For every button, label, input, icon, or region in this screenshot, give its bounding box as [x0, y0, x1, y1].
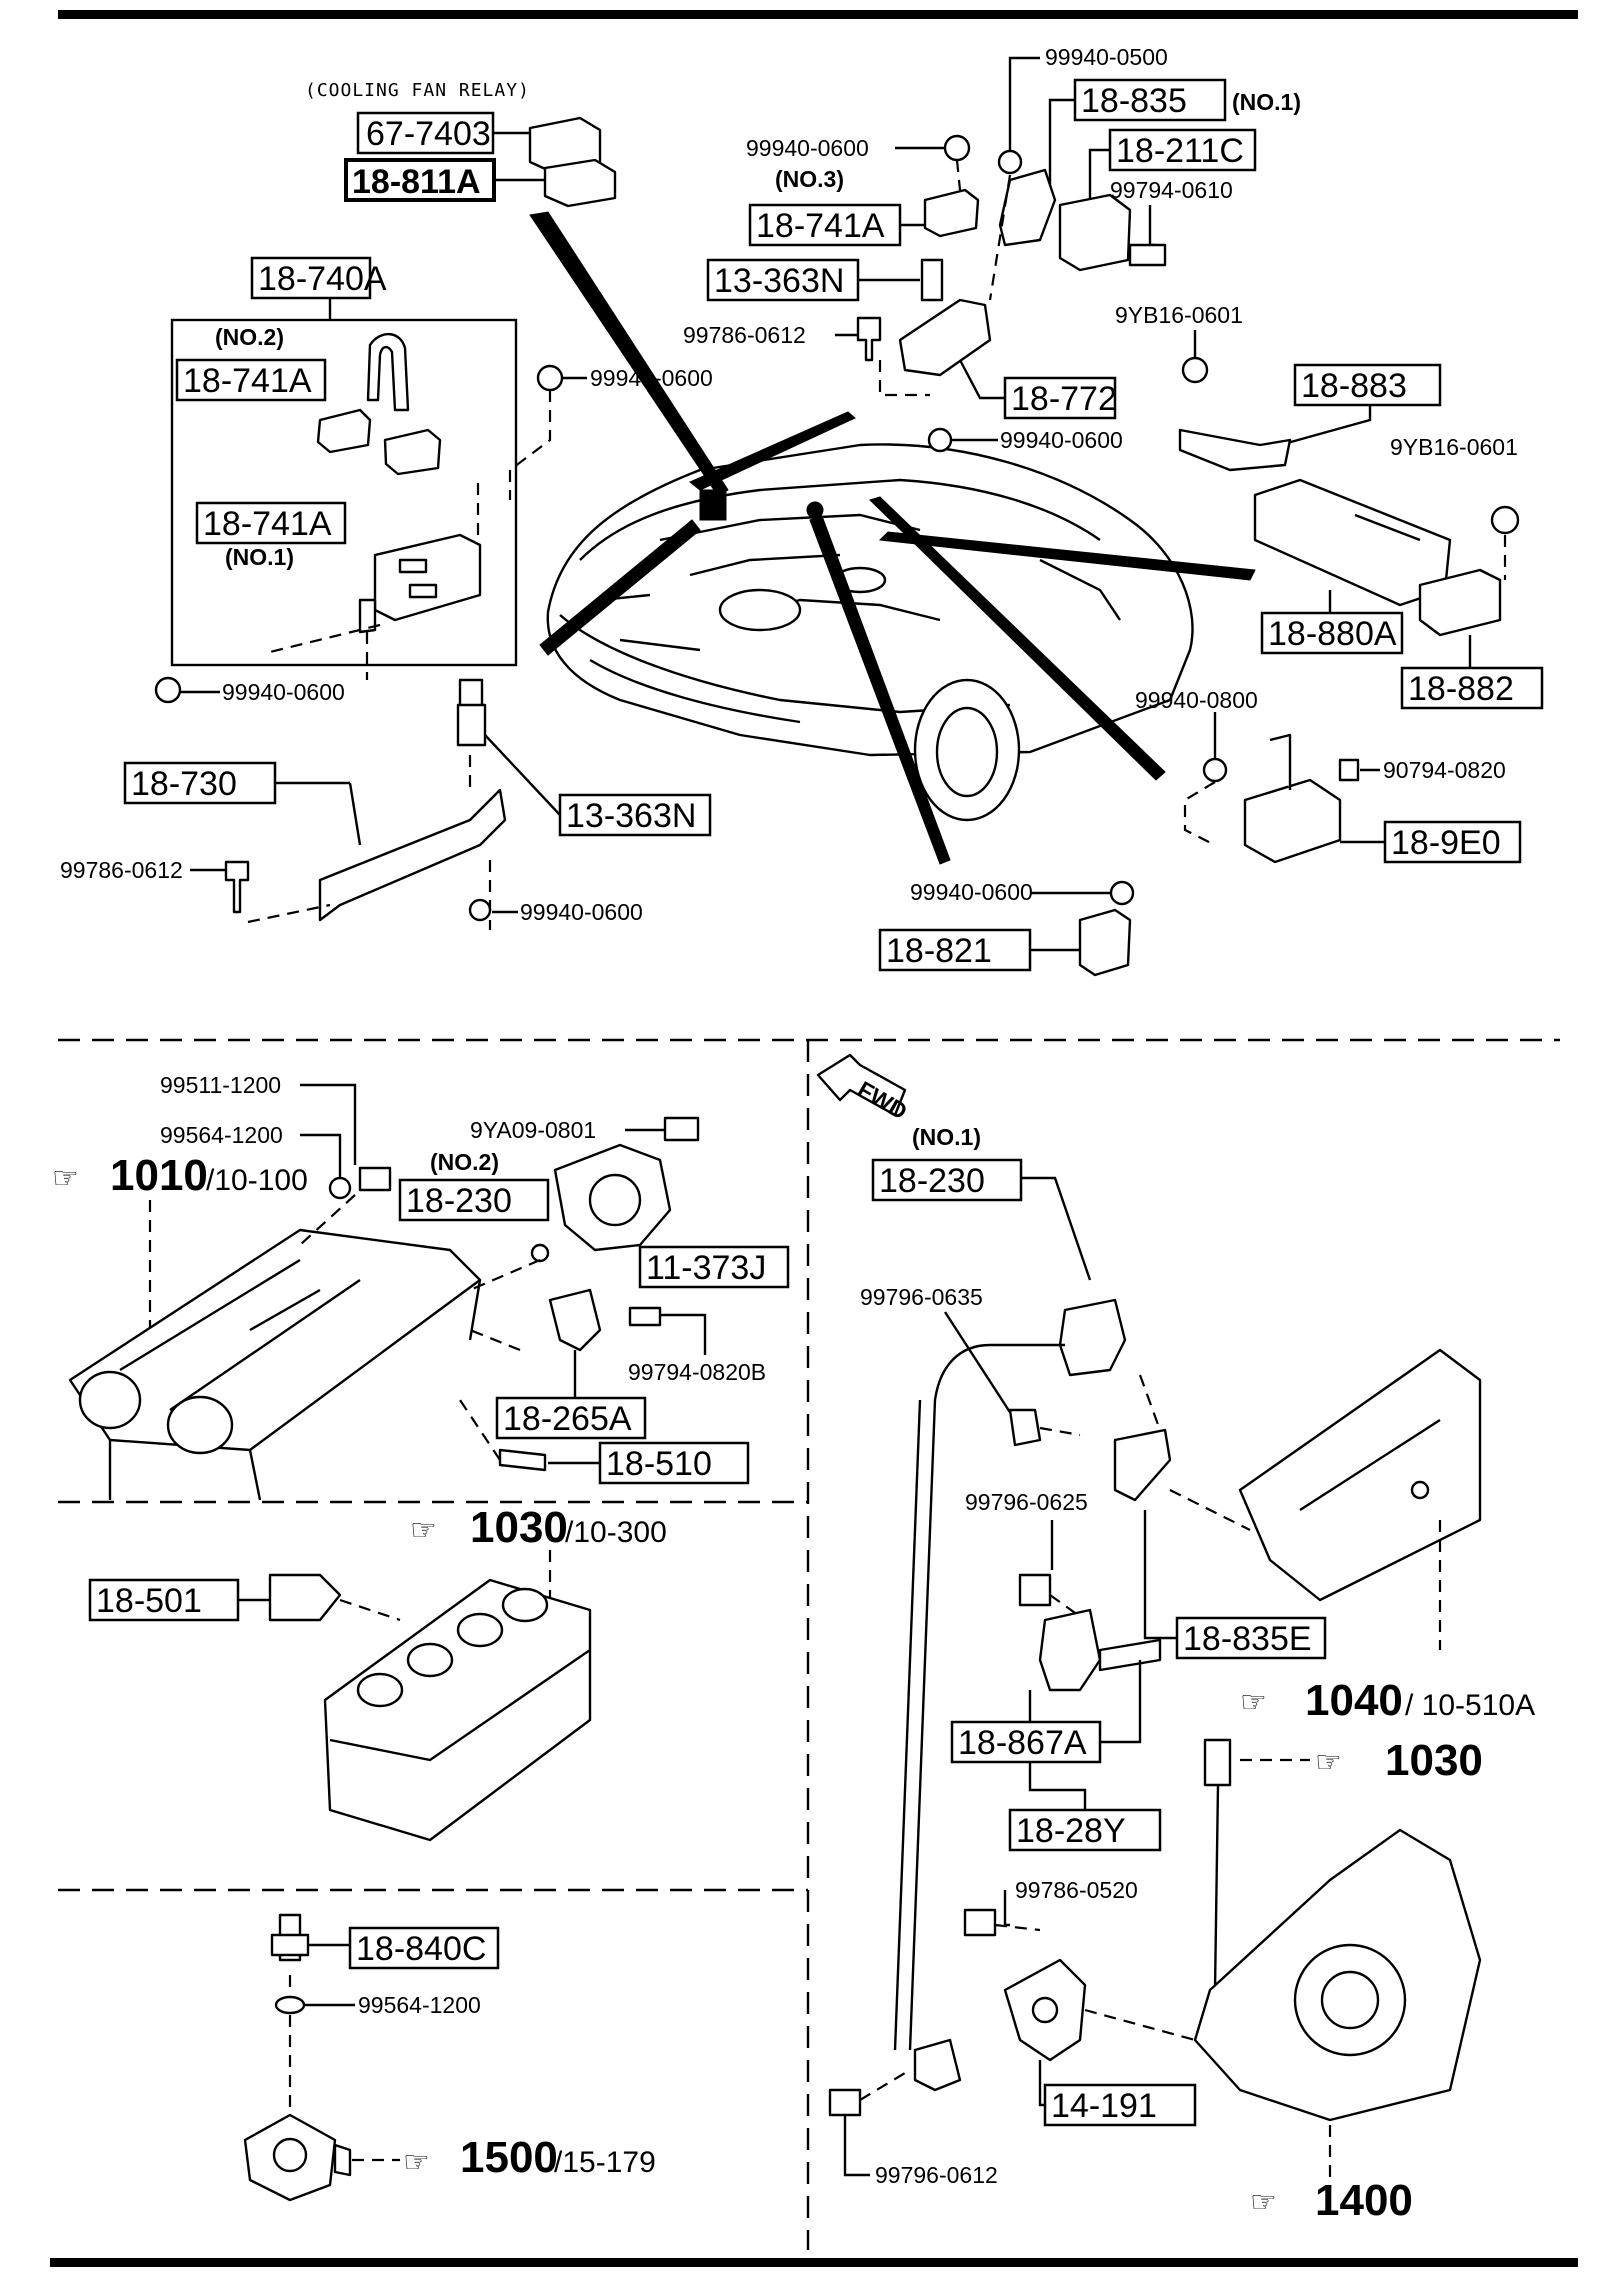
group-18-821: 99940-0600 18-821: [878, 879, 1135, 977]
part-box-18-501: 18-501: [96, 1582, 202, 1620]
part-box-18-772: 18-772: [1011, 380, 1117, 418]
part-box-18-835: 18-835: [1081, 82, 1187, 120]
part-number-9YB16-0601-b: 9YB16-0601: [1390, 434, 1518, 460]
group-cam-sensor: FWD (NO.1) 18-230 99796-0635 99796-0625 …: [816, 1053, 1535, 2225]
part-number-99786-0612-a: 99786-0612: [60, 857, 183, 883]
part-box-18-28Y: 18-28Y: [1016, 1812, 1126, 1850]
group-18-740A: 18-740A (NO.2) 18-741A 18-741A (NO.1): [170, 256, 518, 680]
part-box-14-191: 14-191: [1051, 2087, 1157, 2125]
part-box-13-363N-lower: 13-363N: [566, 797, 696, 835]
part-number-9YA09-0801: 9YA09-0801: [470, 1117, 596, 1143]
note-no2: (NO.2): [215, 324, 284, 350]
note-no2-bottom: (NO.2): [430, 1149, 499, 1175]
part-number-99940-0600-c: 99940-0600: [520, 899, 643, 925]
pointer-icon-1040: ☞: [1240, 1686, 1267, 1719]
group-oil-pressure-switch: 18-840C 99564-1200 ☞ 1500 /15-179: [243, 1913, 656, 2202]
part-box-13-363N-upper: 13-363N: [714, 262, 844, 300]
ref-1030-right: 1030: [1385, 1736, 1483, 1785]
part-number-90794-0820: 90794-0820: [1383, 757, 1506, 783]
ref-1040-sub: / 10-510A: [1405, 1689, 1535, 1722]
part-box-18-265A: 18-265A: [503, 1400, 632, 1438]
part-box-18-741A-no3: 18-741A: [756, 207, 885, 245]
group-18-9E0: 99940-0800 90794-0820 18-9E0: [1135, 687, 1522, 864]
part-number-99796-0625: 99796-0625: [965, 1489, 1088, 1515]
part-number-99940-0600-a: 99940-0600: [590, 365, 713, 391]
part-number-99796-0612: 99796-0612: [875, 2162, 998, 2188]
part-box-18-867A: 18-867A: [958, 1724, 1087, 1762]
part-number-99940-0600-e: 99940-0600: [1000, 427, 1123, 453]
part-number-99511-1200: 99511-1200: [160, 1072, 281, 1098]
part-box-67-7403: 67-7403: [366, 115, 491, 153]
part-box-18-740A: 18-740A: [258, 260, 387, 298]
group-upper-right: 99940-0500 18-835 (NO.1) 18-211C 99794-0…: [683, 44, 1544, 710]
part-box-18-835E: 18-835E: [1183, 1620, 1312, 1658]
ref-1010: 1010: [110, 1151, 208, 1200]
part-number-99796-0635: 99796-0635: [860, 1284, 983, 1310]
top-border-rule: [58, 10, 1578, 19]
part-number-99564-1200-b: 99564-1200: [358, 1992, 481, 2018]
note-no1-bottom: (NO.1): [912, 1124, 981, 1150]
part-box-18-821: 18-821: [886, 932, 992, 970]
part-number-99940-0600-f: 99940-0600: [910, 879, 1033, 905]
ref-1040: 1040: [1305, 1676, 1403, 1725]
part-box-18-730: 18-730: [131, 765, 237, 803]
cooling-fan-relay: (COOLING FAN RELAY) 67-7403 18-811A: [305, 80, 617, 208]
part-box-18-510: 18-510: [606, 1445, 712, 1483]
pointer-icon-1010: ☞: [52, 1162, 79, 1195]
bottom-border-rule: [50, 2258, 1578, 2267]
group-cylinder-head: 99511-1200 99564-1200 ☞ 1010 /10-100 9YA…: [52, 1072, 790, 1501]
note-no3: (NO.3): [775, 166, 844, 192]
part-number-99564-1200-a: 99564-1200: [160, 1122, 283, 1148]
part-number-99940-0500: 99940-0500: [1045, 44, 1168, 70]
ref-1010-sub: /10-100: [206, 1164, 308, 1197]
part-number-9YB16-0601-a: 9YB16-0601: [1115, 302, 1243, 328]
part-box-18-880A: 18-880A: [1268, 615, 1397, 653]
note-no1-left: (NO.1): [225, 544, 294, 570]
pointer-icon-1500: ☞: [403, 2146, 430, 2179]
leader-wedges: [529, 211, 1256, 865]
part-number-99794-0610: 99794-0610: [1110, 177, 1233, 203]
part-box-18-741A-no2: 18-741A: [183, 362, 312, 400]
part-box-18-211C: 18-211C: [1116, 132, 1244, 170]
pointer-icon-1400: ☞: [1250, 2186, 1277, 2219]
part-number-99794-0820B: 99794-0820B: [628, 1359, 766, 1385]
group-18-730: 18-730 13-363N 99786-0612 99940-0600: [60, 678, 712, 930]
part-number-99940-0600-b: 99940-0600: [222, 679, 345, 705]
ref-1500: 1500: [460, 2133, 558, 2182]
part-box-18-230-no1: 18-230: [879, 1162, 985, 1200]
pointer-icon-1030: ☞: [410, 1514, 437, 1547]
part-box-18-840C: 18-840C: [356, 1930, 486, 1968]
part-box-11-373J: 11-373J: [646, 1249, 766, 1287]
part-box-18-741A-no1-left: 18-741A: [203, 505, 332, 543]
part-number-99940-0800: 99940-0800: [1135, 687, 1258, 713]
part-box-18-882: 18-882: [1408, 670, 1514, 708]
part-box-18-883: 18-883: [1301, 367, 1407, 405]
ref-1500-sub: /15-179: [554, 2146, 656, 2179]
ref-1030: 1030: [470, 1503, 568, 1552]
nut-99940-0600-upper: 99940-0600: [508, 364, 713, 500]
part-box-18-230-no2: 18-230: [406, 1182, 512, 1220]
part-box-18-9E0: 18-9E0: [1391, 824, 1501, 862]
fwd-arrow-icon: FWD: [816, 1053, 912, 1125]
part-box-18-811A: 18-811A: [352, 163, 481, 201]
part-number-99786-0520: 99786-0520: [1015, 1877, 1138, 1903]
ref-1030-sub: /10-300: [565, 1516, 667, 1549]
section-dividers: [58, 1038, 1560, 2250]
part-number-99940-0600-d: 99940-0600: [746, 135, 869, 161]
note-no1-right: (NO.1): [1232, 89, 1301, 115]
cooling-fan-relay-caption: (COOLING FAN RELAY): [305, 80, 530, 101]
ref-1400: 1400: [1315, 2176, 1413, 2225]
nut-99940-0600-left: 99940-0600: [154, 676, 345, 705]
part-number-99786-0612-b: 99786-0612: [683, 322, 806, 348]
group-cylinder-block: ☞ 1030 /10-300 18-501: [88, 1503, 667, 1842]
pointer-icon-1030-right: ☞: [1315, 1746, 1342, 1779]
